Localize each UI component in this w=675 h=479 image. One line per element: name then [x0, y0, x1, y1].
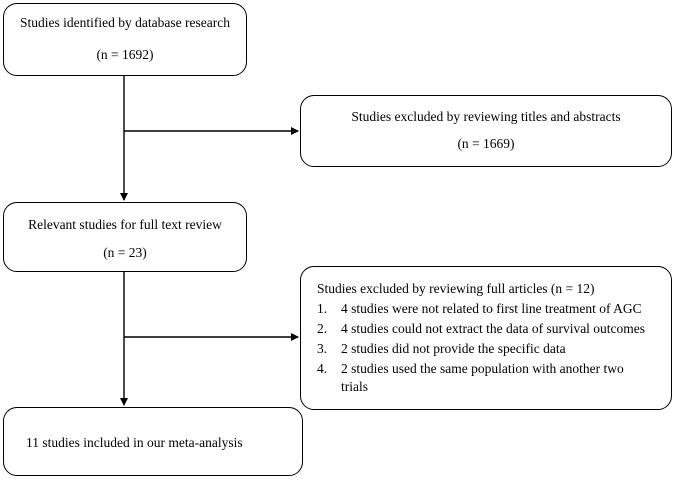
exclusion-reason-number: 3.: [317, 341, 328, 356]
full-text-label: Relevant studies for full text review: [28, 217, 222, 232]
exclusion-reason-item: 1. 4 studies were not related to first l…: [317, 300, 663, 318]
exclusion-reason-item: 2. 4 studies could not extract the data …: [317, 320, 663, 338]
exclusion-reason-item: 3. 2 studies did not provide the specifi…: [317, 340, 663, 358]
identified-label: Studies identified by database research: [20, 15, 230, 30]
included-label: 11 studies included in our meta-analysis: [26, 435, 243, 450]
exclusion-reason-text: 4 studies could not extract the data of …: [341, 321, 646, 336]
exclusion-reason-text: 2 studies did not provide the specific d…: [341, 341, 566, 356]
exclusion-reason-number: 1.: [317, 301, 328, 316]
exclusion-reason-text: 2 studies used the same population with …: [341, 361, 624, 394]
excluded-titles-label: Studies excluded by reviewing titles and…: [351, 109, 621, 124]
exclusion-reason-number: 2.: [317, 321, 328, 336]
excluded-titles-count: (n = 1669): [457, 136, 515, 151]
identified-count: (n = 1692): [96, 47, 154, 62]
box-excluded-titles: Studies excluded by reviewing titles and…: [300, 95, 672, 167]
excluded-full-heading: Studies excluded by reviewing full artic…: [317, 281, 595, 296]
box-studies-identified: Studies identified by database research …: [3, 3, 247, 76]
box-excluded-full-articles: Studies excluded by reviewing full artic…: [300, 266, 672, 410]
exclusion-reason-number: 4.: [317, 361, 328, 376]
exclusion-reason-text: 4 studies were not related to first line…: [341, 301, 642, 316]
box-full-text-review: Relevant studies for full text review (n…: [3, 202, 247, 272]
box-studies-included: 11 studies included in our meta-analysis: [3, 407, 303, 476]
full-text-count: (n = 23): [103, 245, 147, 260]
exclusion-reason-item: 4. 2 studies used the same population wi…: [317, 360, 631, 396]
